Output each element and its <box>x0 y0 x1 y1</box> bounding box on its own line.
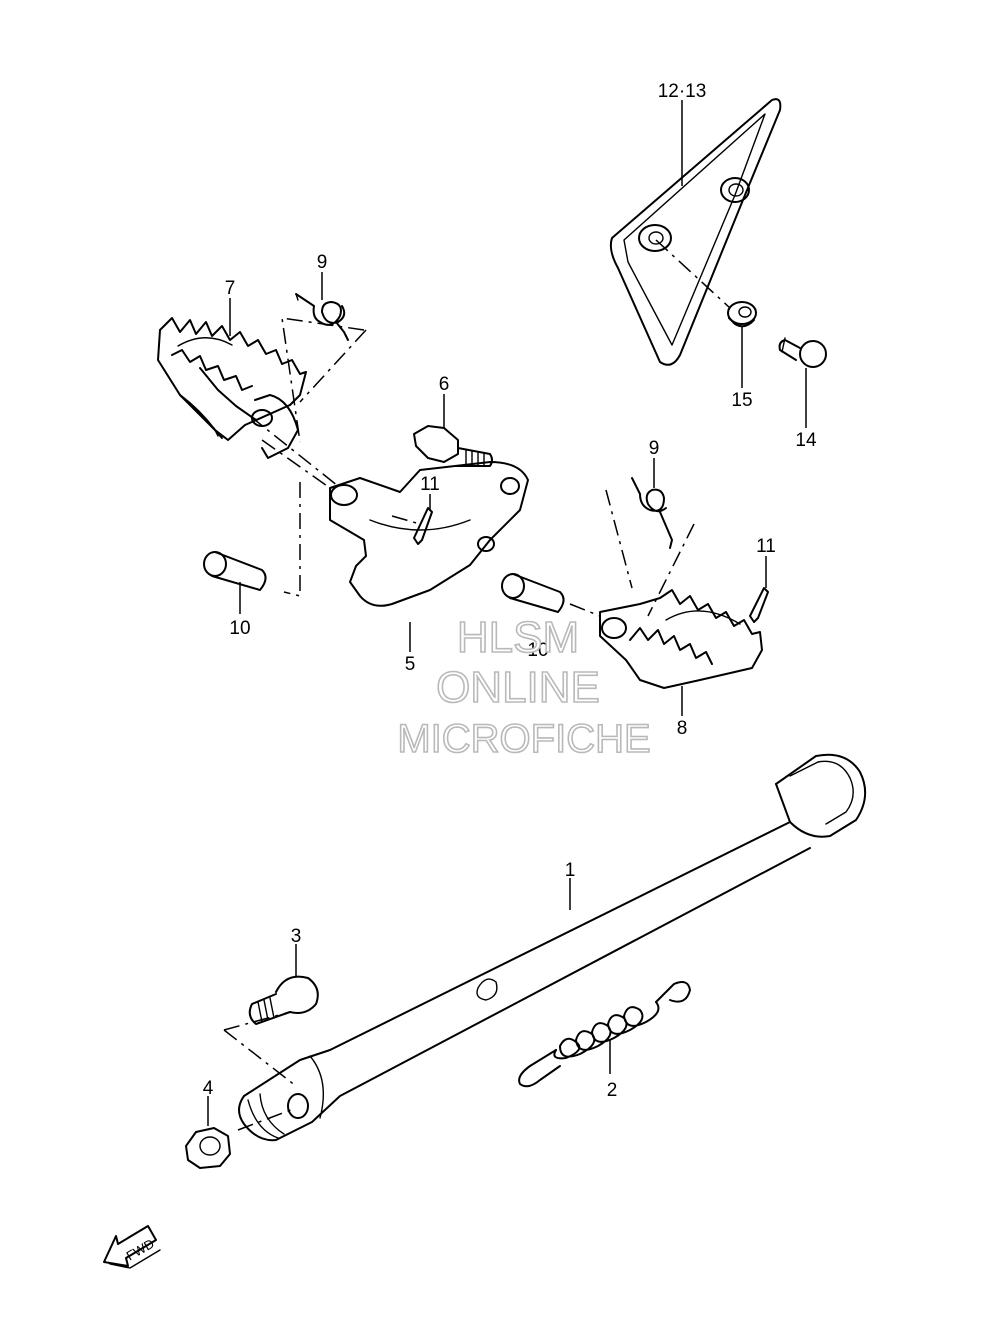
callout-3: 3 <box>291 926 302 947</box>
stand-bolt <box>248 975 319 1025</box>
callout-9-left: 9 <box>317 252 328 273</box>
stand-spring <box>518 981 691 1088</box>
collar <box>727 301 757 328</box>
spring-right <box>631 477 673 549</box>
callout-4: 4 <box>203 1078 214 1099</box>
screw <box>778 337 827 368</box>
footpeg-bracket <box>329 461 529 607</box>
side-stand <box>238 753 867 1142</box>
fwd-direction-indicator: FWD <box>103 1225 161 1269</box>
cotter-pin-left <box>413 507 433 545</box>
callout-10-left: 10 <box>229 618 250 639</box>
footpeg-left <box>157 317 307 459</box>
callout-6: 6 <box>439 374 450 395</box>
watermark-line-3: MICROFICHE <box>397 717 650 761</box>
fwd-label: FWD <box>124 1236 157 1264</box>
pin-left <box>203 551 267 591</box>
callout-1: 1 <box>565 860 576 881</box>
callout-10-right: 10 <box>527 640 548 661</box>
pin-right <box>501 573 565 613</box>
heel-guard-plate <box>609 98 782 366</box>
footpeg-right <box>599 589 763 689</box>
callout-14: 14 <box>795 430 817 451</box>
callout-9-right: 9 <box>649 438 660 459</box>
watermark: HLSM ONLINE MICROFICHE <box>397 612 652 762</box>
watermark-line-1: HLSM <box>457 613 579 662</box>
callout-12-13: 12·13 <box>658 81 707 102</box>
callout-15: 15 <box>731 390 752 411</box>
nut <box>185 1127 231 1169</box>
callout-labels: 1 2 3 4 5 6 7 8 9 9 10 10 11 11 12·13 14… <box>203 81 817 1101</box>
arrow-left-down-icon <box>103 1225 161 1269</box>
spring-left <box>295 293 349 341</box>
alignment-lines <box>223 239 731 1131</box>
callout-2: 2 <box>607 1080 618 1101</box>
callout-11-left: 11 <box>420 474 440 495</box>
watermark-line-2: ONLINE <box>436 663 600 712</box>
callout-11-right: 11 <box>756 536 776 557</box>
callout-7: 7 <box>225 278 236 299</box>
leader-lines <box>207 100 807 1126</box>
callout-8: 8 <box>677 718 688 739</box>
callout-5: 5 <box>405 654 416 675</box>
cotter-pin-right <box>749 587 769 623</box>
bolt <box>413 425 493 467</box>
